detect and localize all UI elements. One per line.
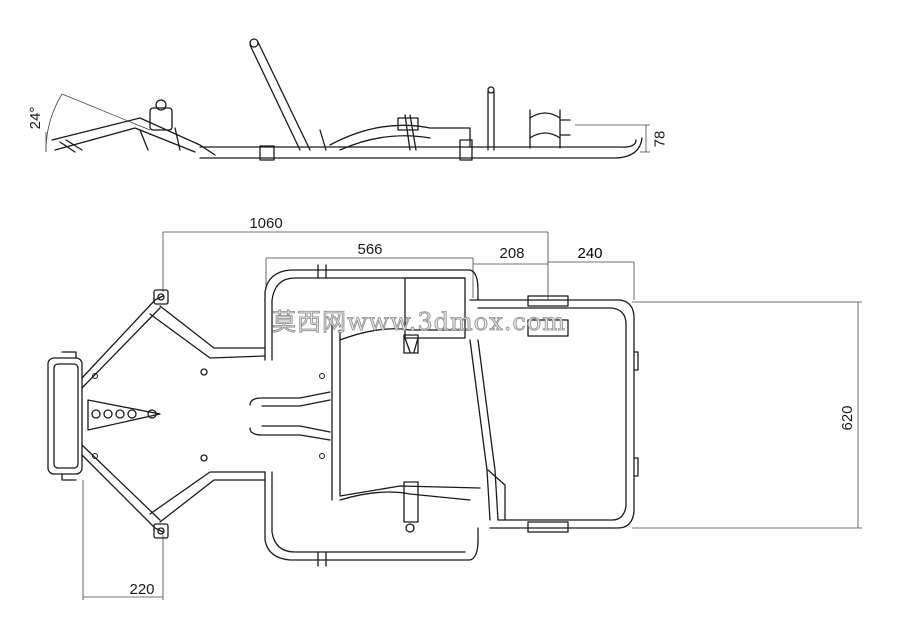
- main-side-rails: [264, 264, 479, 567]
- rear-width-label: 620: [839, 405, 856, 430]
- rear-overhang-label: 240: [577, 245, 602, 262]
- side-view: 24°: [27, 38, 668, 161]
- top-view-frame: [47, 264, 639, 567]
- front-track-label: 220: [129, 581, 154, 598]
- seat-box: [403, 277, 466, 533]
- front-bumper: [47, 351, 83, 481]
- angle-label: 24°: [27, 107, 44, 130]
- height-label: 78: [651, 131, 668, 148]
- angle-arc: [45, 93, 63, 153]
- angle-reference-line: [61, 93, 151, 131]
- mid-section-label: 566: [357, 241, 382, 258]
- top-view-dimensions: 1060 566 208 240 620 220: [82, 215, 862, 600]
- side-rear-uprights: [487, 86, 571, 151]
- pedal-plate: [87, 399, 161, 431]
- watermark-text: 莫西网www.3dmox.com: [272, 308, 566, 336]
- side-front-section: [51, 99, 216, 156]
- side-floor-rail: [199, 137, 643, 161]
- side-seat-area: [329, 114, 471, 151]
- front-diagonals: [149, 305, 266, 523]
- side-steering-column: [249, 38, 327, 151]
- mid-floor-loop: [249, 319, 471, 501]
- total-length-label: 1060: [249, 215, 282, 232]
- mounting-holes: [92, 373, 325, 459]
- rear-structure: [339, 295, 639, 533]
- front-nose-arms: [81, 289, 169, 539]
- seat-section-label: 208: [499, 245, 524, 262]
